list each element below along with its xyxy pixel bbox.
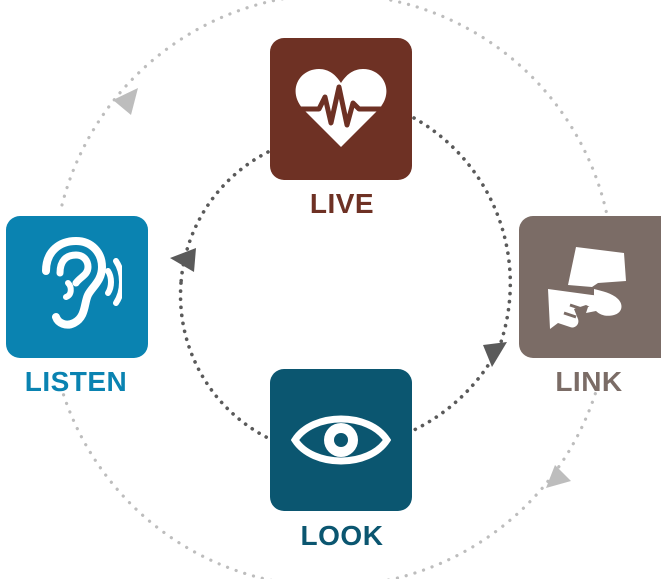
- live-tile: [270, 38, 412, 180]
- heart-pulse-icon: [295, 69, 387, 147]
- look-tile: [270, 369, 412, 511]
- arrow-link-to-look-icon: [483, 342, 507, 367]
- link-tile: [519, 216, 661, 358]
- arrow-link-outer-icon: [546, 465, 571, 488]
- link-label: LINK: [555, 366, 623, 397]
- arrow-live-to-listen-icon: [170, 248, 196, 272]
- listen-tile: [6, 216, 148, 358]
- look-label: LOOK: [300, 520, 384, 551]
- arrow-listen-outer-icon: [113, 88, 138, 115]
- handshake-icon: [548, 247, 626, 329]
- listen-label: LISTEN: [24, 366, 128, 397]
- outer-cycle-ring: [60, 0, 609, 579]
- ear-icon: [42, 237, 122, 329]
- inner-cycle-ring: [178, 116, 513, 440]
- live-label: LIVE: [309, 188, 375, 219]
- eye-icon: [291, 415, 391, 465]
